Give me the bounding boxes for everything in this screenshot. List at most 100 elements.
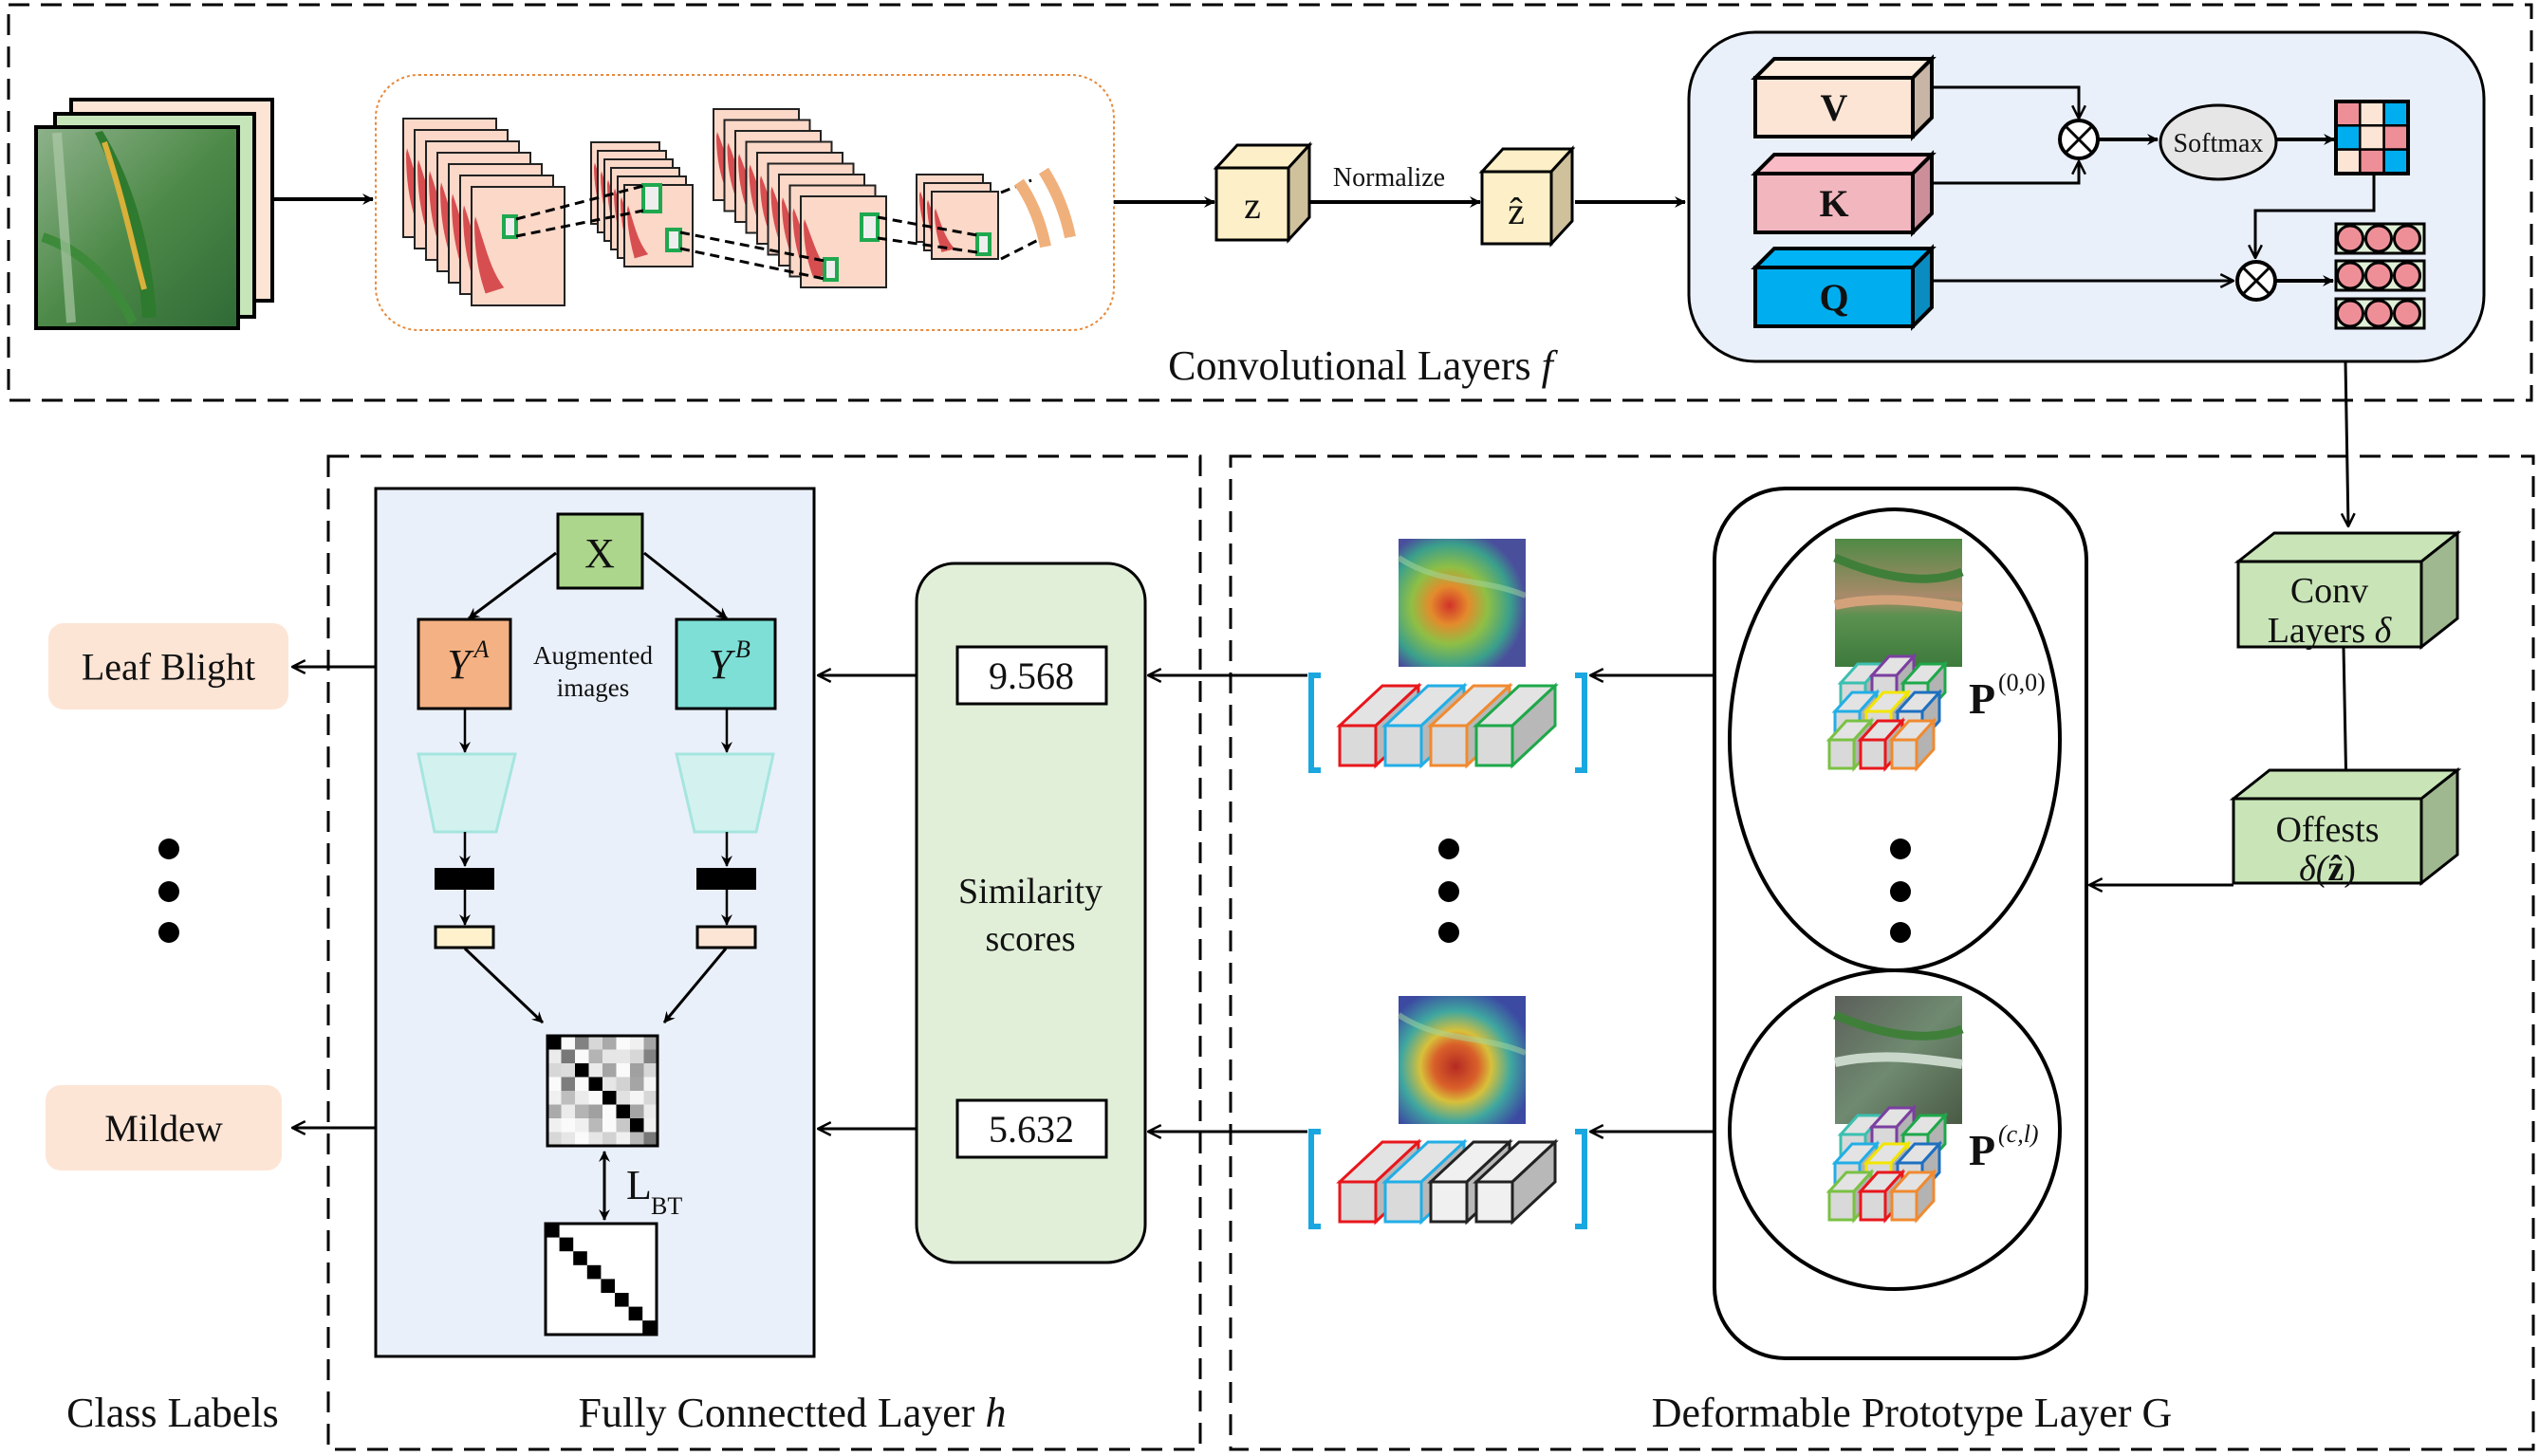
- heat-blob: [463, 205, 493, 283]
- receptive-field-patch: [502, 214, 518, 239]
- fc-band: [1038, 167, 1076, 239]
- correlation-cell: [547, 1049, 562, 1063]
- prototype-symbol: P: [1969, 674, 1995, 723]
- correlation-cell: [561, 1104, 575, 1118]
- input-x-label: X: [584, 530, 615, 577]
- heat-blob: [738, 154, 766, 213]
- attention-block-k-top: [1751, 153, 1937, 175]
- attention-matrix: [2334, 100, 2410, 175]
- prototype-circle: [1728, 968, 2062, 1291]
- attention-block-v: V: [1751, 54, 1937, 141]
- class-label-box[interactable]: [48, 623, 288, 710]
- attention-matrix-cell: [2359, 148, 2385, 175]
- identity-cell: [601, 1279, 615, 1293]
- correlation-cell: [588, 1104, 602, 1118]
- heat-blob: [440, 182, 471, 260]
- correlation-cell: [575, 1118, 589, 1133]
- heat-blob: [782, 197, 809, 257]
- attention-matrix-border: [2334, 100, 2410, 175]
- correlation-cell: [602, 1132, 617, 1146]
- receptive-field-patch: [665, 228, 682, 252]
- feature-vector-front: [1338, 1180, 1378, 1224]
- activation-ellipsis: [1438, 839, 1459, 943]
- identity-cell: [546, 1224, 560, 1238]
- augmented-view-a-superscript: A: [473, 636, 490, 663]
- leaf-stroke: [1397, 1012, 1528, 1056]
- prototype-list: P(0,0)P(c,l): [1148, 507, 2062, 1291]
- correlation-cell: [588, 1132, 602, 1146]
- z-cube-front: [1214, 166, 1290, 242]
- correlation-cell: [643, 1118, 658, 1133]
- conv-section-frame: [7, 3, 2533, 402]
- correlation-cell: [561, 1063, 575, 1078]
- similarity-score: 5.632: [818, 1098, 1108, 1159]
- correlation-cell: [616, 1091, 630, 1105]
- prototype-vector-front: [1859, 1189, 1887, 1222]
- attention-block-v-top: [1751, 57, 1937, 80]
- feature-vector-front: [1474, 1180, 1514, 1224]
- attention-block-q-top: [1751, 247, 1937, 269]
- arrow-attention-to-conv-delta: [2345, 360, 2348, 526]
- projection-box: [434, 925, 495, 949]
- projection-box: [695, 925, 757, 949]
- mildew-activation-heatmap: [1397, 996, 1528, 1124]
- z-feature-cube: z: [1213, 141, 1313, 244]
- embedding-bar: [435, 868, 494, 890]
- attention-matrix-cell: [2382, 124, 2410, 151]
- leaf-blight-activation-heatmap: [1397, 539, 1528, 667]
- prototype-vector: [1825, 1169, 1875, 1224]
- mildew-prototype-photo: [1833, 996, 1964, 1124]
- projection-dashed-line: [515, 209, 644, 238]
- leaf-stroke: [1833, 1010, 1964, 1041]
- similarity-label: Similarity: [958, 872, 1103, 912]
- feature-vector-bracket: [1308, 673, 1587, 773]
- correlation-cell: [630, 1077, 644, 1091]
- z-hat-label: ẑ: [1508, 190, 1525, 232]
- class-label-item[interactable]: Leaf Blight: [48, 623, 288, 710]
- correlation-cell: [643, 1091, 658, 1105]
- prototype-vector-front: [1890, 1189, 1918, 1222]
- encoder-trapezoid: [417, 752, 517, 834]
- projection-dashed-line: [877, 215, 978, 237]
- input-x-box: [556, 512, 644, 590]
- conv-delta-block-front: [2236, 560, 2423, 649]
- arrow-matrix-to-product: [2255, 174, 2376, 258]
- class-label-box[interactable]: [46, 1085, 282, 1170]
- arrow-v-to-product: [1932, 85, 2079, 119]
- correlation-cell: [561, 1077, 575, 1091]
- attention-block-label: V: [1821, 86, 1848, 129]
- heat-blob: [406, 148, 436, 226]
- fc-band: [1014, 178, 1051, 249]
- input-image-stack: [34, 98, 274, 330]
- arrow-a-to-correlation: [463, 947, 545, 1024]
- identity-cell: [642, 1320, 657, 1335]
- augmented-images-label: Augmented: [533, 641, 653, 670]
- ellipsis-dot: [1890, 922, 1911, 943]
- z-hat-cube: [1478, 145, 1576, 248]
- identity-cell: [573, 1251, 587, 1265]
- offsets-label: Offests: [2275, 810, 2379, 850]
- class-label-item[interactable]: Mildew: [46, 1085, 282, 1170]
- identity-matrix: [544, 1222, 658, 1336]
- heat-blob: [417, 159, 448, 237]
- correlation-cell: [561, 1118, 575, 1133]
- correlation-cell: [588, 1091, 602, 1105]
- offsets-label: δ(ẑ): [2299, 849, 2356, 889]
- fc-section-frame: [326, 454, 1202, 1451]
- leaf-stroke: [1397, 555, 1528, 599]
- loss-label: L: [626, 1162, 652, 1208]
- attention-matrix-cell: [2382, 100, 2410, 127]
- bracket-right: [1575, 1129, 1587, 1229]
- heat-blob: [792, 208, 820, 267]
- ellipsis-dot: [1890, 839, 1911, 859]
- correlation-cell: [616, 1132, 630, 1146]
- correlation-cell: [575, 1049, 589, 1063]
- ellipsis-dot: [1438, 922, 1459, 943]
- bracket-left: [1308, 1129, 1321, 1229]
- correlation-cell: [616, 1077, 630, 1091]
